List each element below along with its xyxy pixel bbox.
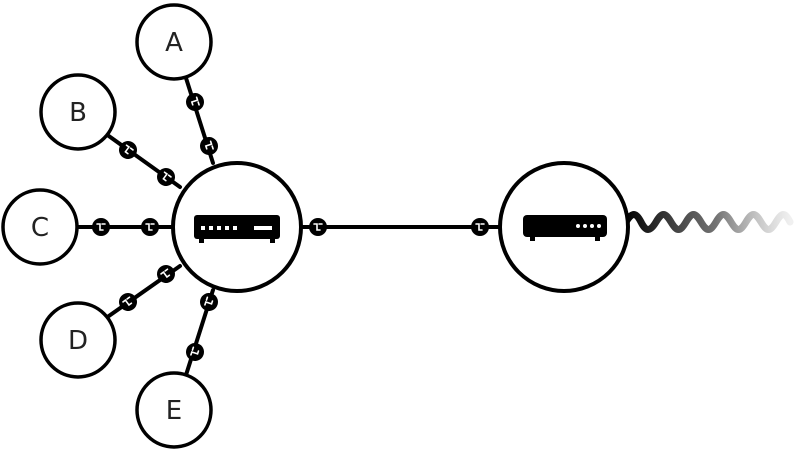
cable-connector-icon [471, 218, 489, 236]
cable-connector-icon [200, 293, 218, 311]
cable-connector-icon [157, 168, 175, 186]
client-node-b[interactable]: B [39, 73, 117, 151]
connector-group [92, 93, 489, 361]
cable-connector-icon [92, 218, 110, 236]
client-label-a: A [165, 28, 183, 58]
coiled-cable-icon [622, 211, 794, 233]
cable-connector-icon [119, 293, 137, 311]
cable-connector-icon [186, 93, 204, 111]
modem-node[interactable] [498, 161, 630, 293]
switch-node[interactable] [171, 161, 303, 293]
cable-connector-icon [200, 137, 218, 155]
client-nodes: A B C D E [1, 3, 213, 449]
network-switch-icon [194, 215, 280, 243]
cable-connector-icon [141, 218, 159, 236]
client-node-e[interactable]: E [135, 371, 213, 449]
client-label-b: B [69, 98, 87, 128]
cable-connector-icon [157, 265, 175, 283]
modem-icon [523, 215, 607, 241]
client-node-d[interactable]: D [39, 301, 117, 379]
cable-connector-icon [186, 343, 204, 361]
client-label-c: C [31, 213, 49, 243]
client-label-d: D [68, 326, 88, 356]
client-label-e: E [166, 396, 182, 426]
client-node-a[interactable]: A [135, 3, 213, 81]
cable-connector-icon [309, 218, 327, 236]
client-node-c[interactable]: C [1, 188, 79, 266]
cable-connector-icon [119, 141, 137, 159]
